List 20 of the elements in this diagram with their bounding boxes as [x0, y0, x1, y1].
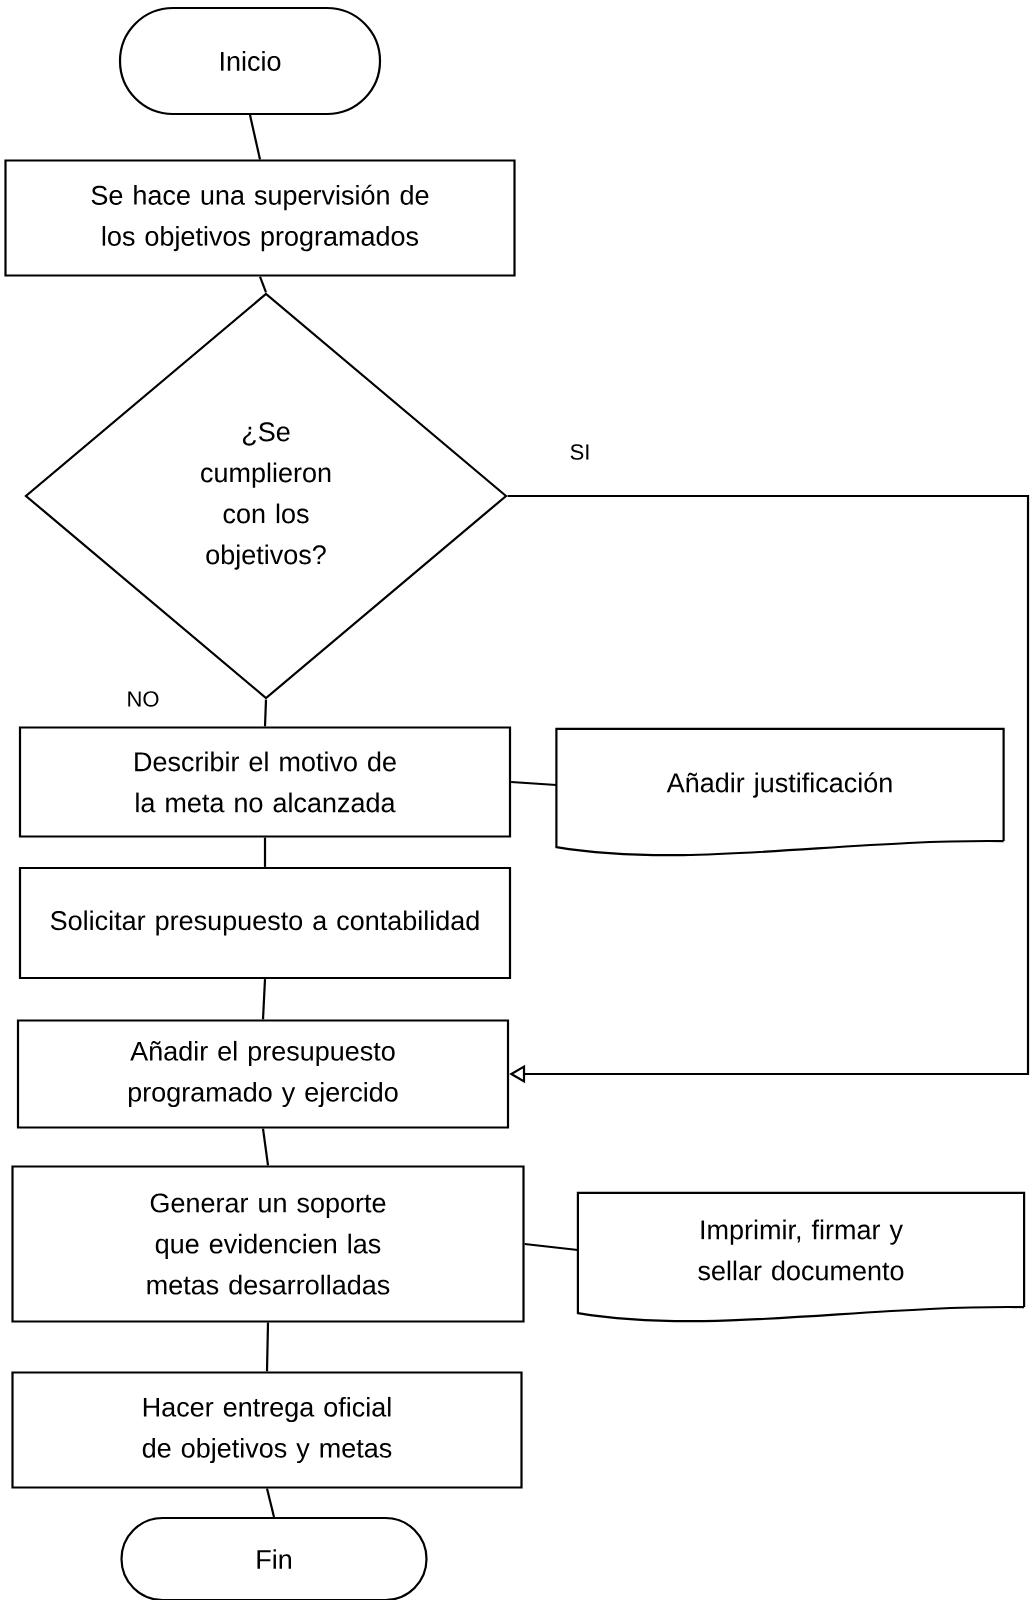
- connector-line: [248, 114, 262, 160]
- connector-line: [265, 1488, 276, 1518]
- document-shape: Añadir justificación: [555, 727, 1005, 857]
- connector-line: [263, 699, 268, 727]
- connector-line: [261, 979, 267, 1020]
- connector-line: [511, 780, 557, 787]
- process-box: Describir el motivo de la meta no alcanzada: [18, 726, 512, 838]
- process-box: Generar un soporte que evidencien las metas desarrolladas: [11, 1165, 525, 1323]
- connector-line: [265, 1322, 270, 1372]
- process-box: Añadir el presupuesto programado y ejercido: [16, 1019, 510, 1129]
- document-shape: Imprimir, firmar y sellar documento: [576, 1191, 1026, 1323]
- connector-line: [524, 1242, 579, 1252]
- connector-line: [263, 837, 267, 867]
- process-box: Solicitar presupuesto a contabilidad: [18, 866, 512, 980]
- connector-line: [258, 276, 268, 293]
- process-box: Hacer entrega oficial de objetivos y metas: [11, 1371, 523, 1489]
- arrow: [507, 494, 1030, 1084]
- process-box: Se hace una supervisión de los objetivos programados: [4, 159, 516, 277]
- connector-line: [261, 1128, 270, 1166]
- edge-label: SI: [567, 442, 593, 462]
